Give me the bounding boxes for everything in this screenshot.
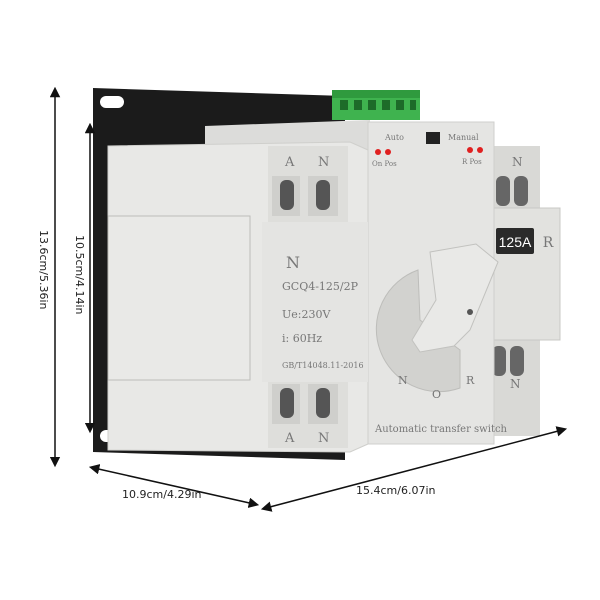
terminal-bottom-n: N [318, 431, 329, 446]
dimension-inner-height: 10.5cm/4.14in [73, 122, 96, 434]
side-letter-right: R [543, 235, 554, 251]
dimension-total-height-label: 13.6cm/5.36in [37, 230, 50, 310]
dimension-width: 15.4cm/6.07in [260, 426, 568, 512]
dimension-total-height: 13.6cm/5.36in [37, 86, 61, 468]
right-terminal-n-bottom: N [510, 377, 521, 391]
dimension-depth: 10.9cm/4.29in [88, 464, 260, 508]
label-auto: Auto [384, 133, 404, 142]
led-left-b [385, 149, 391, 155]
mode-switch[interactable] [426, 132, 440, 144]
dial-label-n: N [398, 374, 408, 387]
terminal-top-a: A [284, 155, 295, 170]
dial-label-o: O [432, 388, 441, 401]
led-right-b [477, 147, 483, 153]
green-terminal-block [332, 90, 420, 120]
label-manual: Manual [448, 133, 479, 142]
rotary-handle[interactable] [375, 243, 499, 393]
rating-badge: 125A [499, 234, 532, 250]
standard-text: GB/T14048.11-2016 [282, 361, 364, 370]
terminal-top-n: N [318, 155, 329, 170]
base-label: Automatic transfer switch [374, 424, 508, 435]
voltage-text: Ue:230V [282, 308, 331, 321]
terminal-bottom-a: A [284, 431, 295, 446]
front-cover [107, 215, 251, 381]
dimension-depth-label: 10.9cm/4.29in [122, 488, 202, 501]
dimension-width-label: 15.4cm/6.07in [356, 484, 436, 497]
right-terminal-n-top: N [512, 155, 523, 169]
left-module: A N N GCQ4-125/2P Ue:230V i: 60Hz GB/T14… [107, 141, 523, 453]
led-left-a [375, 149, 381, 155]
led-left-label: On Pos [372, 160, 397, 168]
side-letter-left: N [286, 253, 300, 272]
led-right-label: R Pos [462, 158, 482, 166]
dimension-inner-height-label: 10.5cm/4.14in [73, 235, 86, 315]
model-text: GCQ4-125/2P [282, 280, 359, 293]
dial-label-r: R [466, 374, 475, 387]
led-right-a [467, 147, 473, 153]
frequency-text: i: 60Hz [282, 332, 322, 345]
